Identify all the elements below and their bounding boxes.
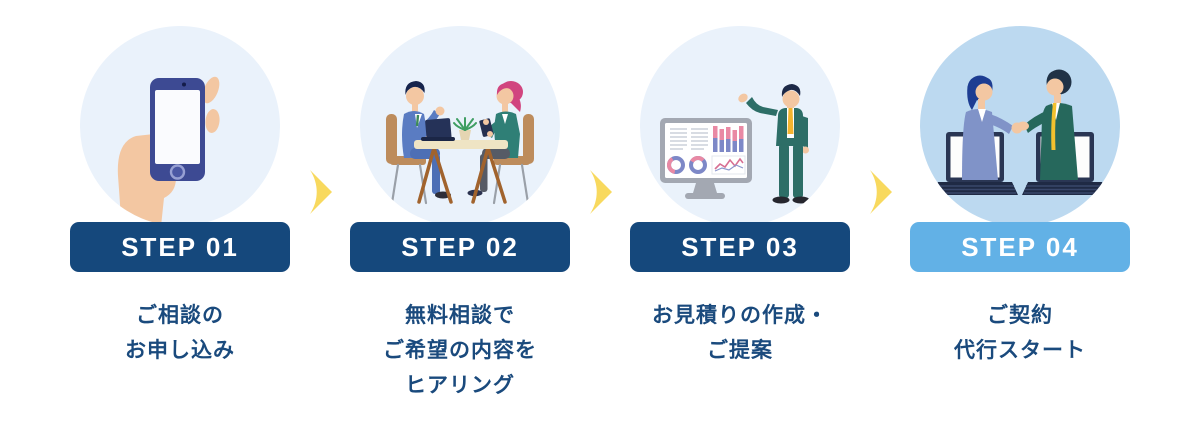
step-column-4: STEP 04 ご契約 代行スタート xyxy=(910,26,1130,368)
service-flow-diagram: STEP 01 ご相談の お申し込み xyxy=(70,26,1130,403)
step-3-circle xyxy=(640,26,840,226)
step-2-description: 無料相談で ご希望の内容を ヒアリング xyxy=(383,298,537,403)
step-1-badge: STEP 01 xyxy=(70,222,290,272)
step-3-description-line: ご提案 xyxy=(707,339,773,362)
step-1-badge-label: STEP 01 xyxy=(121,231,239,262)
step-4-badge: STEP 04 xyxy=(910,222,1130,272)
next-step-arrow xyxy=(850,26,910,215)
step-2-description-line: ヒアリング xyxy=(405,374,515,397)
step-3-description: お見積りの作成・ ご提案 xyxy=(652,298,828,368)
step-1-circle xyxy=(80,26,280,226)
chevron-right-icon xyxy=(870,170,892,214)
step-1-description-line: ご相談の xyxy=(136,304,224,327)
chevron-right-icon xyxy=(310,170,332,214)
step-column-2: STEP 02 無料相談で ご希望の内容を ヒアリング xyxy=(350,26,570,403)
step-1-description: ご相談の お申し込み xyxy=(125,298,235,368)
step-2-circle xyxy=(360,26,560,226)
step-column-1: STEP 01 ご相談の お申し込み xyxy=(70,26,290,368)
step-4-description-line: ご契約 xyxy=(987,304,1053,327)
next-step-arrow xyxy=(290,26,350,215)
step-column-3: STEP 03 お見積りの作成・ ご提案 xyxy=(630,26,850,368)
step-2-badge-label: STEP 02 xyxy=(401,231,519,262)
hand-holding-smartphone-illustration xyxy=(117,76,220,226)
estimate-presentation-illustration xyxy=(660,84,810,204)
online-contract-handshake-illustration xyxy=(932,69,1108,195)
step-4-description: ご契約 代行スタート xyxy=(954,298,1086,368)
step-3-badge-label: STEP 03 xyxy=(681,231,799,262)
step-2-description-line: 無料相談で xyxy=(405,304,515,327)
step-2-description-line: ご希望の内容を xyxy=(383,339,537,362)
step-3-description-line: お見積りの作成・ xyxy=(652,304,828,327)
consultation-meeting-illustration xyxy=(386,81,534,205)
step-4-circle xyxy=(920,26,1120,226)
chevron-right-icon xyxy=(590,170,612,214)
step-2-badge: STEP 02 xyxy=(350,222,570,272)
next-step-arrow xyxy=(570,26,630,215)
step-3-badge: STEP 03 xyxy=(630,222,850,272)
step-4-badge-label: STEP 04 xyxy=(961,231,1079,262)
step-1-description-line: お申し込み xyxy=(125,339,235,362)
step-4-description-line: 代行スタート xyxy=(954,339,1086,362)
